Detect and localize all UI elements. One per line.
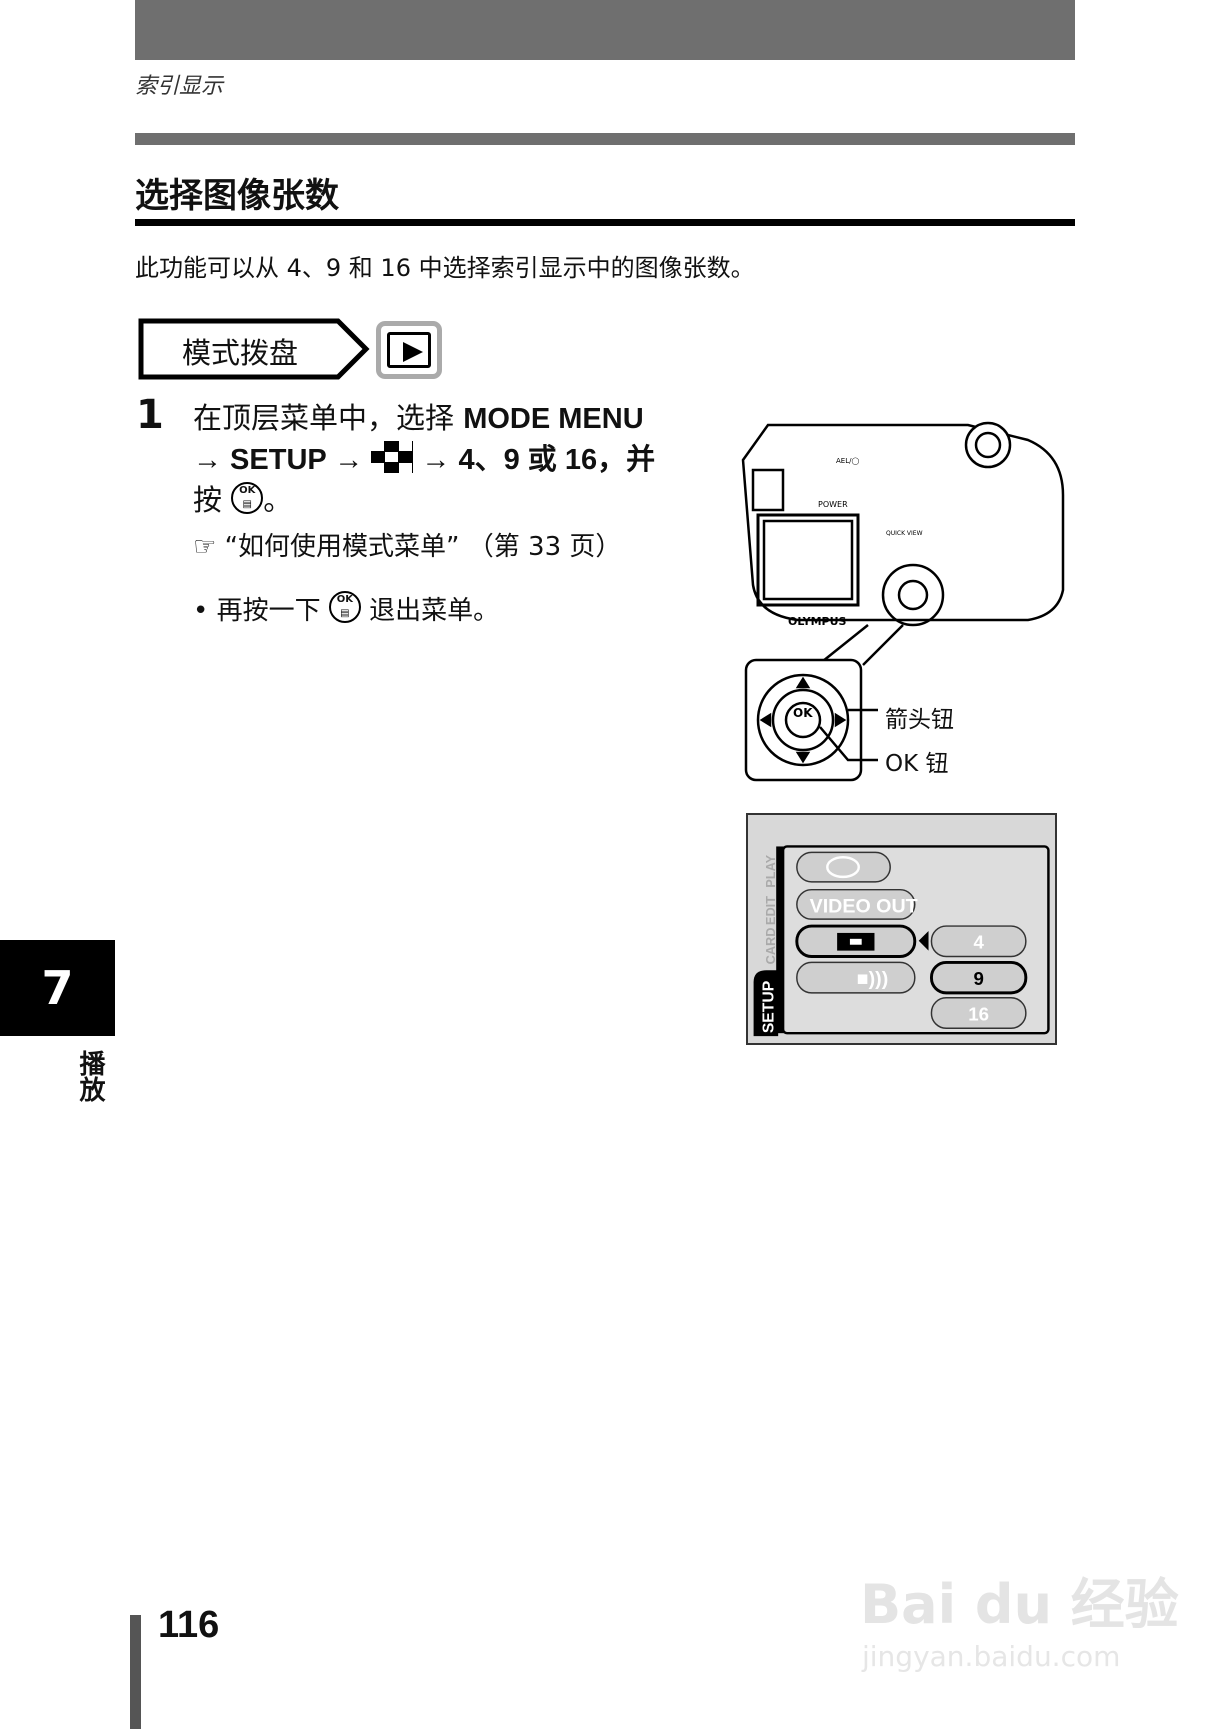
- step-text: 。: [263, 483, 293, 517]
- menu-tab-setup: SETUP: [760, 981, 777, 1033]
- menu-item-video-out: [796, 888, 916, 920]
- step-text: MODE MENU: [463, 403, 644, 435]
- title-rule: [135, 219, 1075, 226]
- page-number: 116: [158, 1604, 220, 1646]
- header-bar: [135, 0, 1075, 60]
- watermark-url: jingyan.baidu.com: [862, 1640, 1121, 1673]
- step-text: → 4、9 或 16，并: [413, 444, 656, 476]
- ok-button-label: OK 钮: [885, 751, 949, 777]
- camera-illustration: OLYMPUS POWER QUICK VIEW AEL/◯ OK: [741, 421, 1065, 782]
- menu-tab-edit: EDIT: [763, 896, 778, 925]
- divider-bar: [135, 133, 1075, 145]
- svg-text:4: 4: [973, 932, 984, 953]
- step-text: 在顶层菜单中，选择: [193, 401, 464, 435]
- playback-icon: [376, 321, 442, 379]
- step-instruction: 在顶层菜单中，选择 MODE MENU → SETUP → → 4、9 或 16…: [193, 398, 703, 520]
- setup-menu-screen: PLAY EDIT CARD SETUP VIDEO OUT ■))) 4 9 …: [746, 813, 1057, 1045]
- watermark-logo: Bai du 经验: [860, 1573, 1179, 1636]
- option-9: [930, 960, 1028, 995]
- svg-text:POWER: POWER: [818, 500, 848, 509]
- page-title: 选择图像张数: [135, 176, 339, 216]
- menu-item-beep: [796, 961, 916, 994]
- page-bar: [130, 1615, 141, 1729]
- mode-dial-label: 模式拨盘: [182, 336, 299, 370]
- bullet-note: • 再按一下 OK▤ 退出菜单。: [193, 590, 499, 627]
- svg-text:9: 9: [973, 968, 983, 989]
- index-grid-icon: [371, 441, 414, 473]
- step-text: → SETUP →: [193, 444, 372, 476]
- intro-text: 此功能可以从 4、9 和 16 中选择索引显示中的图像张数。: [135, 254, 755, 282]
- svg-text:■))): ■))): [857, 968, 889, 990]
- reference-text: “如何使用模式菜单” （第 33 页）: [224, 532, 622, 562]
- arrow-button-label: 箭头钮: [885, 707, 954, 733]
- svg-text:VIDEO OUT: VIDEO OUT: [810, 895, 918, 917]
- bullet-text: 退出菜单。: [360, 596, 500, 626]
- svg-text:OLYMPUS: OLYMPUS: [788, 615, 847, 628]
- menu-item-clock: [796, 851, 891, 883]
- option-4: [930, 925, 1027, 958]
- svg-text:OK: OK: [793, 706, 813, 720]
- page-reference: ☞ “如何使用模式菜单” （第 33 页）: [193, 526, 621, 563]
- ok-button-icon: OK▤: [231, 482, 264, 514]
- step-number: 1: [136, 392, 164, 438]
- svg-text:16: 16: [968, 1003, 989, 1024]
- menu-tab-card: CARD: [763, 927, 778, 964]
- svg-text:AEL/◯: AEL/◯: [836, 457, 859, 465]
- pointing-hand-icon: ☞: [193, 532, 225, 562]
- chapter-tab: 7: [0, 940, 115, 1036]
- bullet-text: • 再按一下: [193, 596, 329, 626]
- ok-button-icon: OK▤: [328, 591, 361, 623]
- chapter-label: 播放: [75, 1050, 105, 1102]
- menu-tab-play: PLAY: [763, 854, 778, 887]
- step-text: 按: [193, 483, 232, 517]
- svg-text:QUICK VIEW: QUICK VIEW: [886, 530, 923, 537]
- section-header: 索引显示: [135, 74, 224, 99]
- mode-dial-badge: [138, 318, 370, 380]
- option-16: [930, 997, 1027, 1029]
